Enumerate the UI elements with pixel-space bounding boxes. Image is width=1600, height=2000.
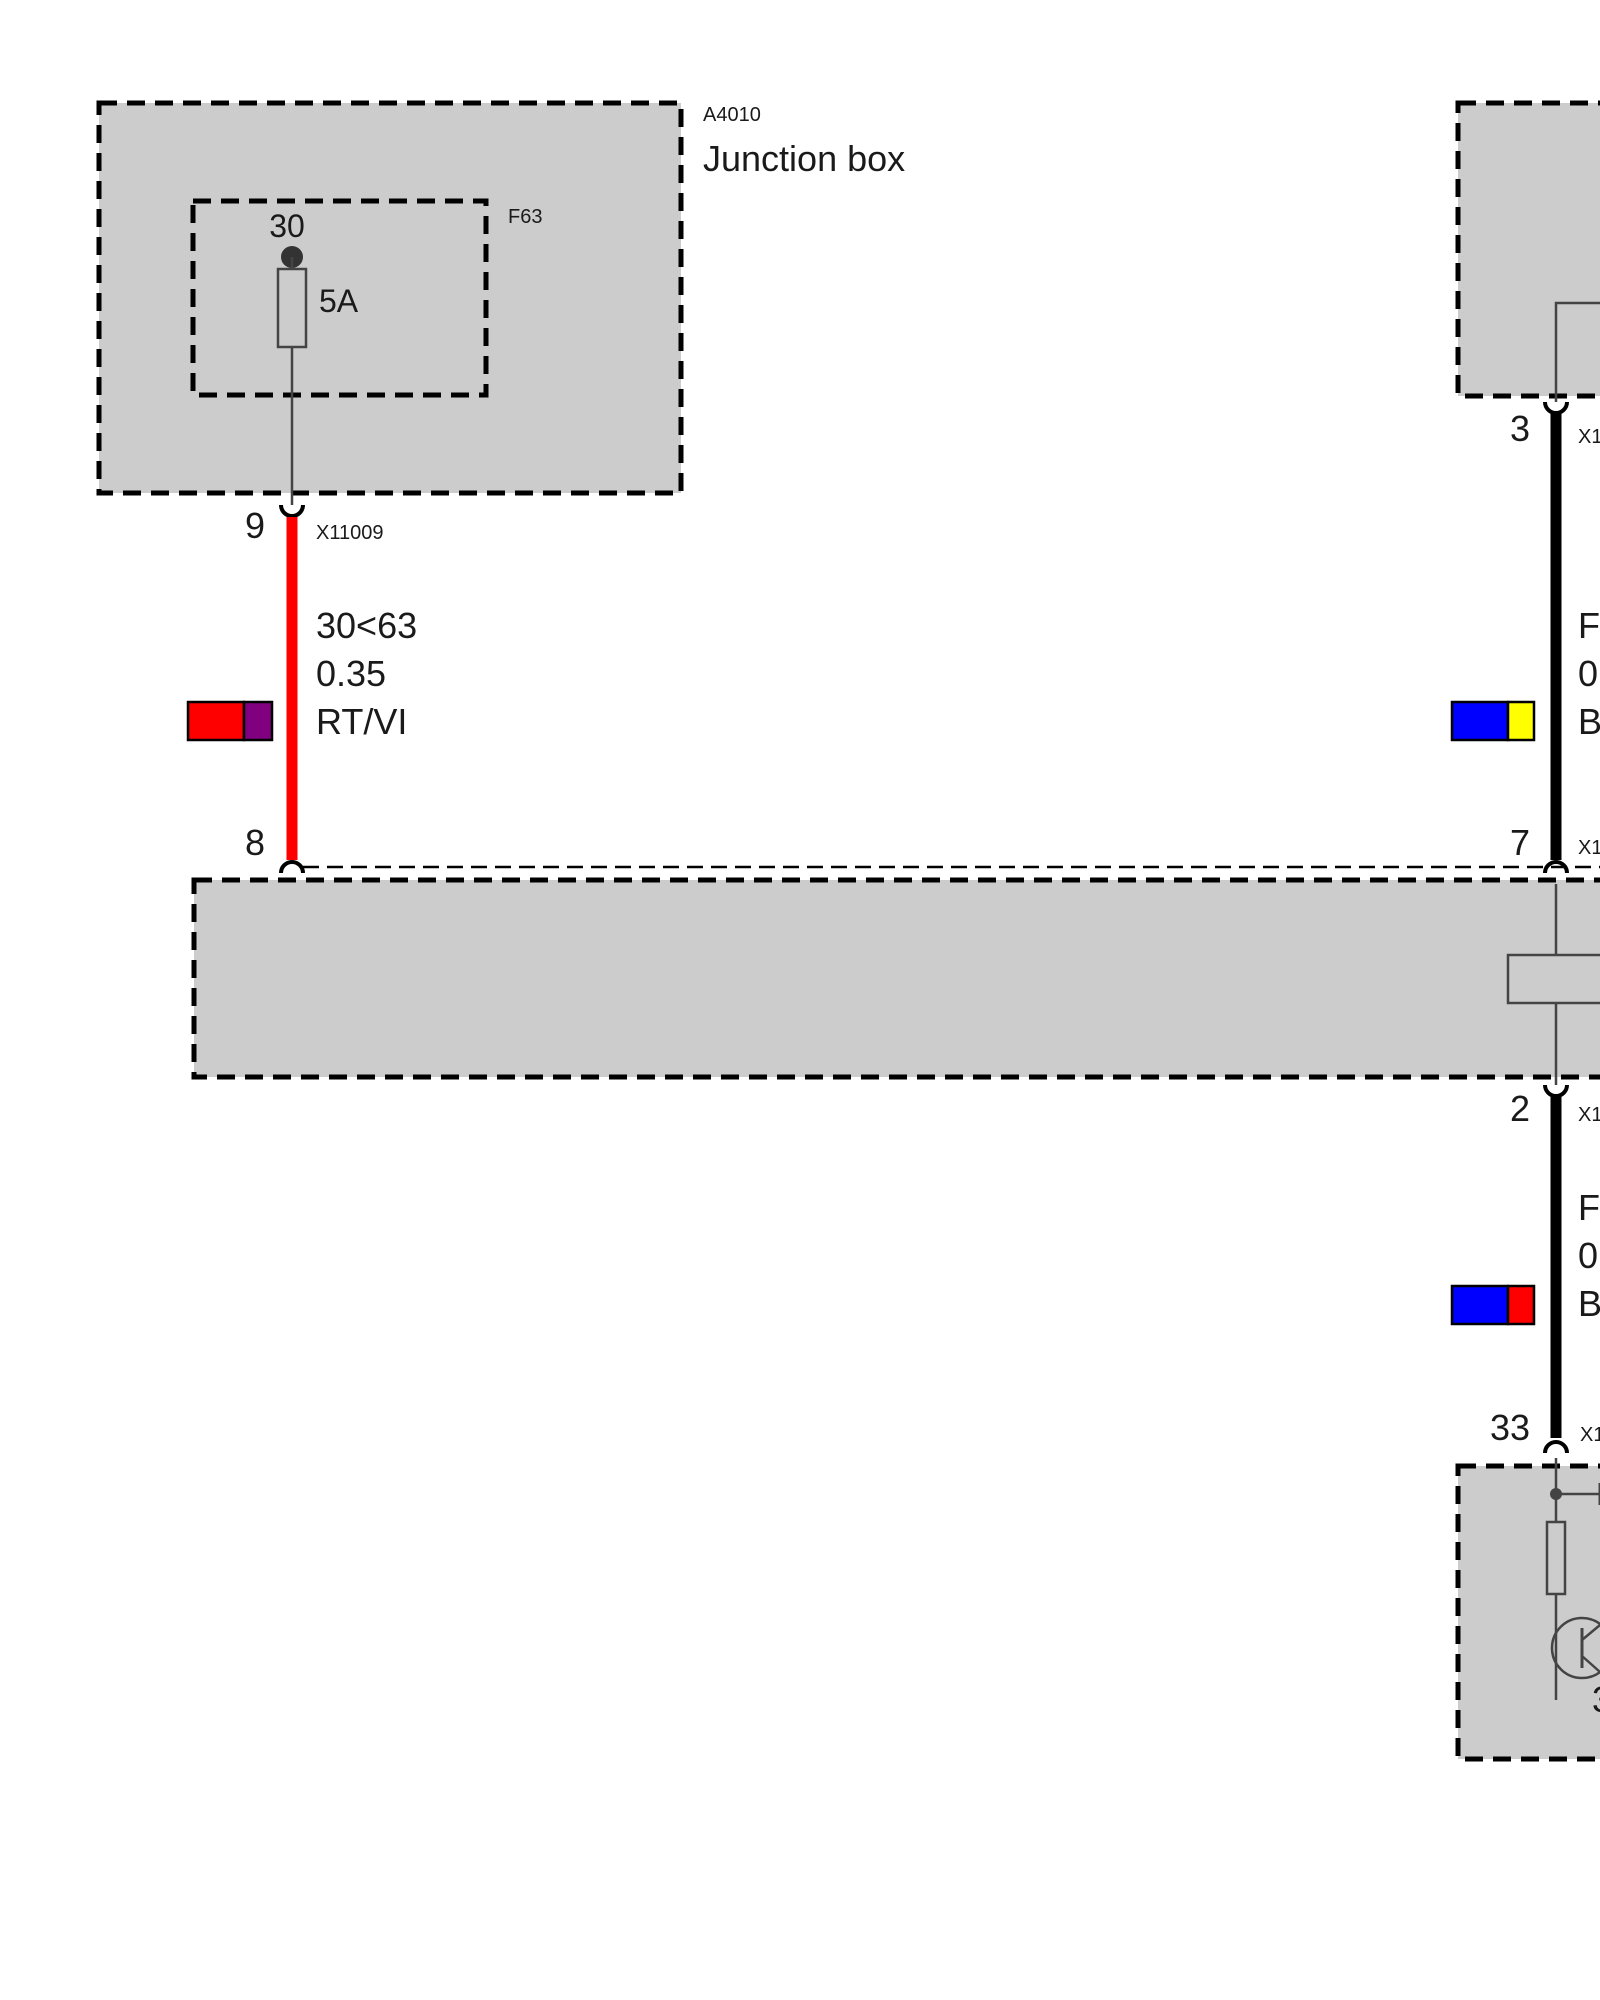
transistor-emitter bbox=[1581, 1655, 1600, 1673]
right-lower-top-pin: 2 bbox=[1510, 1088, 1530, 1129]
junction-box-ref: A4010 bbox=[703, 104, 761, 126]
right-lower-connector: X1 bbox=[1578, 1104, 1600, 1126]
left-wire-color-swatch bbox=[186, 700, 274, 742]
fuse-ref: F63 bbox=[508, 206, 542, 228]
swatch-blue bbox=[1450, 700, 1510, 742]
swatch-red-2 bbox=[1506, 1284, 1536, 1326]
right-lower-color-code: B bbox=[1578, 1283, 1600, 1324]
junction-box[interactable] bbox=[96, 100, 684, 496]
central-module[interactable] bbox=[191, 877, 1600, 1080]
connector-right-lower-top[interactable] bbox=[1543, 1084, 1569, 1098]
connector-right-top[interactable] bbox=[1543, 401, 1569, 415]
right-upper-top-pin: 3 bbox=[1510, 408, 1530, 449]
module-component[interactable] bbox=[1506, 953, 1600, 1005]
connector-x11009-top[interactable] bbox=[279, 504, 305, 518]
connector-right-mid[interactable] bbox=[1543, 860, 1569, 874]
right-upper-color-swatch bbox=[1450, 700, 1536, 742]
fuse-terminal-label: 30 bbox=[269, 208, 305, 244]
junction-box-title: Junction box bbox=[703, 138, 905, 179]
fuse-rating: 5A bbox=[319, 283, 359, 319]
swatch-violet bbox=[242, 700, 274, 742]
right-upper-color-code: B bbox=[1578, 701, 1600, 742]
swatch-blue-2 bbox=[1450, 1284, 1510, 1326]
right-lower-circuit: F bbox=[1578, 1187, 1600, 1228]
right-upper-connector: X1 bbox=[1578, 426, 1600, 448]
connector-right-lower-bottom[interactable] bbox=[1543, 1440, 1569, 1454]
left-wire-color-code: RT/VI bbox=[316, 701, 407, 742]
left-wire-top-pin: 9 bbox=[245, 505, 265, 546]
right-upper-bottom-pin: 7 bbox=[1510, 822, 1530, 863]
upper-right-module[interactable] bbox=[1455, 100, 1600, 399]
right-lower-color-swatch bbox=[1450, 1284, 1536, 1326]
left-wire-size: 0.35 bbox=[316, 653, 386, 694]
lower-module-partial-label: 3 bbox=[1592, 1679, 1600, 1720]
right-upper-bottom-connector: X1 bbox=[1578, 837, 1600, 859]
right-lower-bottom-pin: 33 bbox=[1490, 1407, 1530, 1448]
lower-right-module[interactable] bbox=[1455, 1463, 1600, 1762]
left-wire-circuit: 30<63 bbox=[316, 605, 417, 646]
right-lower-bottom-connector: X1 bbox=[1580, 1424, 1600, 1446]
swatch-red bbox=[186, 700, 246, 742]
fuse-module[interactable] bbox=[190, 198, 489, 398]
upper-right-internal-line bbox=[1554, 301, 1600, 402]
transistor-circle bbox=[1550, 1616, 1600, 1680]
right-upper-size: 0 bbox=[1578, 653, 1598, 694]
right-lower-size: 0 bbox=[1578, 1235, 1598, 1276]
transistor-collector bbox=[1581, 1624, 1600, 1641]
left-wire-bottom-pin: 8 bbox=[245, 822, 265, 863]
swatch-yellow bbox=[1506, 700, 1536, 742]
right-upper-circuit: F bbox=[1578, 605, 1600, 646]
connector-left-bottom[interactable] bbox=[279, 860, 305, 874]
left-wire-connector: X11009 bbox=[316, 522, 383, 544]
transistor-symbol[interactable] bbox=[1550, 1616, 1600, 1700]
